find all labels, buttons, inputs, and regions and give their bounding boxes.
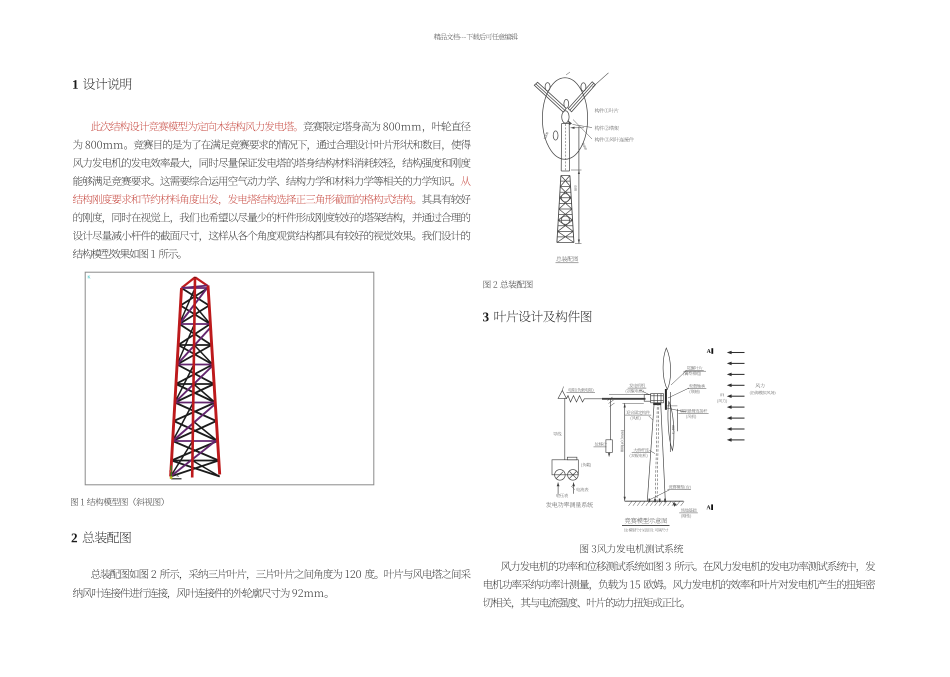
svg-text:K: K: [88, 275, 91, 280]
